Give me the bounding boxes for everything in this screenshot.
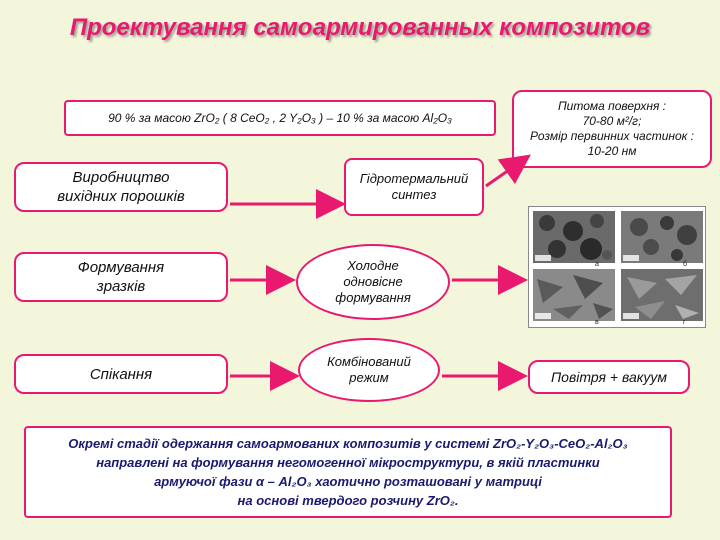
method-hydrothermal-synthesis: Гідротермальний синтез	[344, 158, 484, 216]
air-vacuum-box: Повітря + вакуум	[528, 360, 690, 394]
stage-label-line-1: Виробництво	[72, 169, 170, 186]
conclusion-line-2: направлені на формування негомогенної мі…	[96, 455, 600, 470]
stage-label-line-1: Формування	[77, 259, 165, 276]
method-label-line-1: Гідротермальний	[359, 171, 469, 186]
stage-label-line-2: зразків	[96, 278, 146, 295]
conclusion-note: Окремі стадії одержання самоармованих ко…	[24, 426, 672, 518]
composition-formula-box: 90 % за масою ZrO₂ ( 8 CeO₂ , 2 Y₂O₃ ) –…	[64, 100, 496, 136]
method-label-line-1: Комбінований	[327, 354, 411, 369]
stage-powder-production: Виробництво вихідних порошків	[14, 162, 228, 212]
conclusion-line-1: Окремі стадії одержання самоармованих ко…	[68, 436, 628, 451]
stage-label-line-1: Спікання	[89, 365, 153, 383]
micrograph-panel-c	[533, 269, 615, 321]
micrograph-tag-b: б	[683, 261, 688, 268]
method-label-line-1: Холодне	[347, 258, 399, 273]
method-cold-uniaxial-forming: Холодне одновісне формування	[296, 244, 450, 320]
micrograph-tag-a: а	[595, 261, 599, 268]
method-label-line-2: режим	[349, 370, 389, 385]
conclusion-line-3: армуючої фази α – Al₂O₃ хаотично розташо…	[154, 474, 542, 489]
stage-sintering: Спікання	[14, 354, 228, 394]
micrograph-panel-a	[533, 211, 615, 263]
micrograph-tag-d: г	[683, 319, 686, 326]
method-combined-mode: Комбінований режим	[298, 338, 440, 402]
arrow-synthesis-to-properties	[485, 154, 531, 188]
properties-line-3: Розмір первинних частинок :	[529, 129, 695, 143]
powder-properties-box: Питома поверхня : 70-80 м²/г; Розмір пер…	[512, 90, 712, 168]
micrograph-image: а б в г	[528, 206, 706, 328]
method-label-line-2: одновісне	[343, 274, 403, 289]
stage-sample-forming: Формування зразків	[14, 252, 228, 302]
micrograph-tag-c: в	[595, 319, 599, 326]
conclusion-line-4: на основі твердого розчину ZrO₂.	[237, 493, 459, 508]
method-label-line-3: формування	[335, 290, 411, 305]
page-title: Проектування самоармированных композитов	[69, 14, 651, 41]
micrograph-panel-d	[621, 269, 703, 321]
properties-line-2: 70-80 м²/г;	[582, 114, 642, 128]
stage-label-line-2: вихідних порошків	[57, 188, 185, 205]
micrograph-panel-b	[621, 211, 703, 263]
properties-line-4: 10-20 нм	[587, 144, 637, 158]
method-label-line-2: синтез	[391, 187, 437, 202]
properties-line-1: Питома поверхня :	[557, 99, 667, 113]
